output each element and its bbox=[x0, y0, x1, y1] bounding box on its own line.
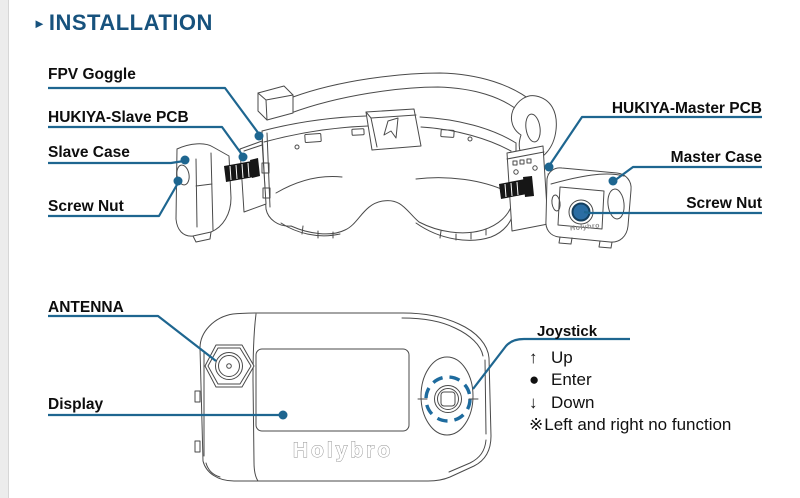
leader-dot-screw-nut-left bbox=[173, 176, 183, 186]
joystick-legend-up-row: ↑ Up bbox=[529, 347, 731, 369]
joystick-legend: ↑ Up ● Enter ↓ Down ※ Left and right no … bbox=[529, 347, 731, 437]
joystick-drawing bbox=[417, 356, 479, 436]
leader-dot-slave-pcb bbox=[238, 152, 248, 162]
master-case-brand-text: Holybro bbox=[570, 222, 601, 232]
down-arrow-icon: ↓ bbox=[529, 392, 538, 412]
label-master-case: Master Case bbox=[670, 149, 762, 166]
up-arrow-icon: ↑ bbox=[529, 348, 538, 367]
page-title: INSTALLATION bbox=[48, 10, 213, 35]
leader-dot-master-pcb bbox=[544, 162, 554, 172]
joystick-legend-note-text: Left and right no function bbox=[544, 415, 732, 435]
title-arrow-icon: ► bbox=[33, 15, 46, 31]
joystick-legend-enter-text: Enter bbox=[551, 370, 592, 390]
label-slave-case: Slave Case bbox=[48, 144, 130, 161]
leader-dot-slave-case bbox=[180, 155, 190, 165]
display-module-drawing: Holybro bbox=[194, 312, 492, 482]
label-display: Display bbox=[48, 396, 104, 413]
joystick-legend-note-row: ※ Left and right no function bbox=[529, 414, 731, 436]
label-hukiya-master-pcb: HUKIYA-Master PCB bbox=[611, 100, 762, 117]
label-screw-nut-right: Screw Nut bbox=[686, 195, 762, 212]
leader-lines bbox=[48, 86, 762, 420]
leader-dot-display bbox=[278, 410, 288, 420]
master-case-drawing: Holybro bbox=[545, 167, 632, 249]
label-hukiya-slave-pcb: HUKIYA-Slave PCB bbox=[48, 109, 189, 126]
antenna-connector-drawing bbox=[204, 344, 255, 388]
enter-bullet-icon: ● bbox=[529, 370, 540, 390]
joystick-legend-enter-row: ● Enter bbox=[529, 369, 731, 391]
page-edge bbox=[0, 0, 9, 498]
goggle-drawing bbox=[257, 72, 557, 241]
label-screw-nut-left: Screw Nut bbox=[48, 198, 124, 215]
joystick-legend-down-text: Down bbox=[551, 392, 595, 412]
joystick-highlight-ring bbox=[424, 375, 472, 423]
joystick-legend-down-row: ↓ Down bbox=[529, 392, 731, 414]
display-window bbox=[255, 348, 410, 432]
slave-screw bbox=[224, 161, 254, 182]
reference-mark-icon: ※ bbox=[529, 415, 544, 435]
leader-dot-fpv-goggle bbox=[254, 131, 264, 141]
module-brand-text: Holybro bbox=[293, 439, 393, 462]
slave-case-drawing bbox=[175, 143, 232, 243]
label-antenna: ANTENNA bbox=[48, 299, 124, 316]
master-pcb-drawing bbox=[499, 145, 555, 232]
label-fpv-goggle: FPV Goggle bbox=[48, 66, 136, 83]
joystick-legend-up-text: Up bbox=[551, 348, 573, 367]
leader-dot-master-case bbox=[608, 176, 618, 186]
label-joystick: Joystick bbox=[537, 323, 598, 340]
section-title: ► INSTALLATION bbox=[33, 10, 213, 35]
